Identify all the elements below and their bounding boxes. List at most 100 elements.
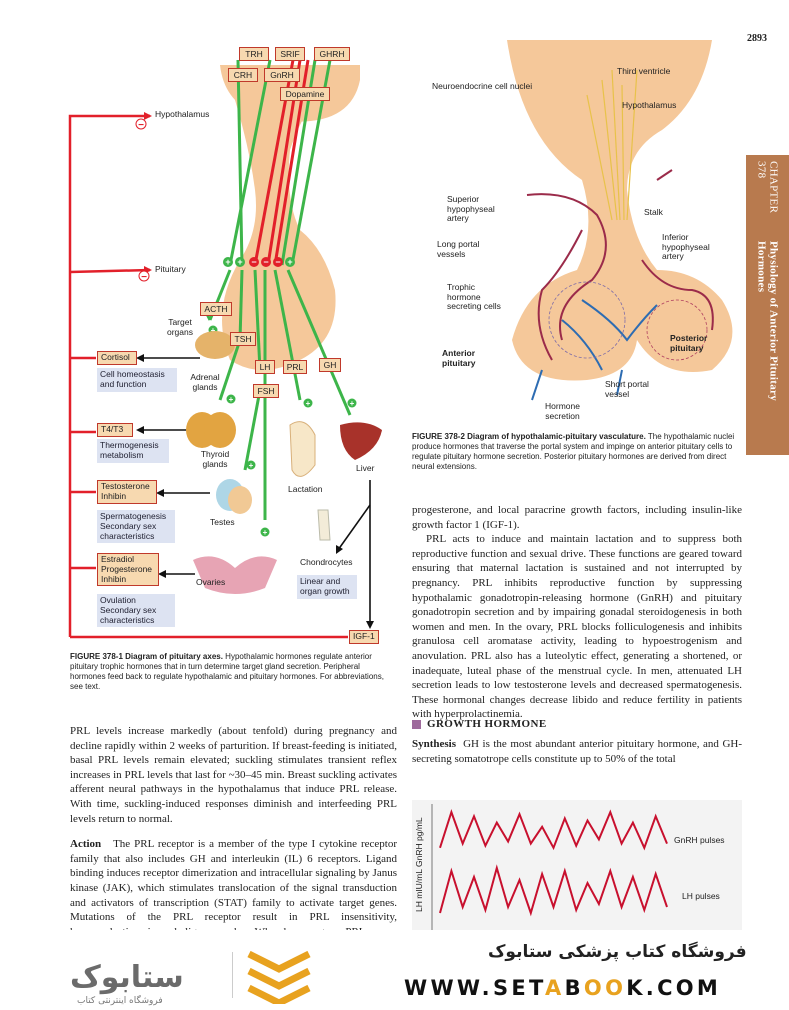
chapter-number: CHAPTER 378 [755,161,780,214]
label-superior-artery: Superior hypophyseal artery [447,194,495,224]
svg-text:−: − [251,257,256,267]
left-column-text: PRL levels increase markedly (about tenf… [70,724,397,939]
chapter-tab: CHAPTER 378 Physiology of Anterior Pitui… [746,155,789,455]
label-short-portal: Short portal vessel [605,379,649,399]
label-stalk: Stalk [644,207,663,217]
label-anterior-pituitary: Anterior pituitary [442,348,476,368]
organ-chondrocytes: Chondrocytes [300,557,353,567]
shop-name: فروشگاه کتاب پزشکی ستابوک [488,942,747,962]
svg-text:+: + [249,461,254,470]
tag-tsh: TSH [230,332,256,346]
svg-text:+: + [237,257,242,267]
url-part-5: O [605,976,627,1000]
pulses-plot [431,804,668,930]
tag-prl: PRL [283,360,307,374]
label-hypothalamus-2: Hypothalamus [622,100,677,110]
pituitary-vasculature-diagram [507,40,733,401]
pituitary-label: Pituitary [155,264,186,274]
figure2-caption-label: FIGURE 378-2 Diagram of hypothalamic-pit… [412,432,646,441]
url-part-3: B [564,976,584,1000]
tag-gh: GH [319,358,341,372]
url-part-2: A [545,976,565,1000]
svg-text:−: − [138,120,144,131]
tag-lh: LH [255,360,275,374]
paragraph-right-2: PRL acts to induce and maintain lactatio… [412,533,742,721]
label-neuroendocrine: Neuroendocrine cell nuclei [432,81,533,91]
figure1-caption-label: FIGURE 378-1 Diagram of pituitary axes. [70,652,223,661]
organ-adrenal: Adrenal glands [190,372,220,392]
output-estradiol: Estradiol Progesterone Inhibin [97,553,159,587]
figure1-caption: FIGURE 378-1 Diagram of pituitary axes. … [70,652,396,692]
svg-text:−: − [141,272,147,283]
section-heading-text: GROWTH HORMONE [427,718,547,730]
label-hormone-secretion: Hormone secretion [545,401,580,421]
footer-divider [232,952,233,998]
tag-ghrh: GHRH [314,47,350,61]
logo-subtitle: فروشگاه اینترنتی کتاب [77,996,163,1006]
url-part-6: K.COM [626,976,722,1000]
synthesis-text: Synthesis GH is the most abundant anteri… [412,737,742,766]
hypothalamus-label: Hypothalamus [155,109,210,119]
organ-ovaries: Ovaries [196,577,226,587]
action-body: The PRL receptor is a member of the type… [70,838,397,938]
figure2-caption: FIGURE 378-2 Diagram of hypothalamic-pit… [412,432,742,472]
svg-text:+: + [263,528,268,537]
organ-liver: Liver [356,463,375,473]
tag-acth: ACTH [200,302,232,316]
organ-lactation: Lactation [288,484,323,494]
section-heading: GROWTH HORMONE [412,718,547,730]
target-organs-label: Target organs [167,317,193,337]
url-part-1: WWW.SET [404,976,546,1000]
effect-cortisol: Cell homeostasis and function [97,368,177,392]
svg-text:+: + [306,399,311,408]
page-number: 2893 [747,33,767,44]
figure-pituitary-axes: + + − − − + + + + + + + [60,40,396,648]
figure2-caption-text: The hypothalamic nuclei produce hormones… [412,432,735,471]
url-part-4: O [583,976,606,1000]
svg-text:+: + [350,399,355,408]
right-column-text: progesterone, and local paracrine growth… [412,503,742,722]
svg-text:−: − [275,257,280,267]
tag-crh: CRH [228,68,258,82]
label-trophic-cells: Trophic hormone secreting cells [447,282,501,312]
synthesis-head: Synthesis [412,738,457,750]
organ-testes: Testes [210,517,235,527]
output-t4t3: T4/T3 [97,423,133,437]
svg-text:+: + [229,395,234,404]
effect-testosterone: Spermatogenesis Secondary sex characteri… [97,510,175,544]
figure-pituitary-vasculature: Neuroendocrine cell nuclei Third ventric… [412,40,742,435]
svg-text:+: + [211,326,216,335]
pituitary-axes-diagram: + + − − − + + + + + + + [68,59,382,639]
action-head: Action [70,838,102,851]
svg-text:−: − [263,257,268,267]
effect-t4t3: Thermogenesis metabolism [97,439,169,463]
paragraph-right-1: progesterone, and local paracrine growth… [412,504,742,531]
series-label-lh: LH pulses [682,891,720,901]
section-square-icon [412,719,421,729]
tag-srif: SRIF [275,47,305,61]
figure1-caption-text: Hypothalamic hormones regulate anterior … [70,652,384,691]
svg-text:+: + [287,257,292,267]
footer-banner: فروشگاه کتاب پزشکی ستابوک WWW.SETABOOK.C… [0,930,789,1010]
label-posterior-pituitary: Posterior pituitary [670,333,708,353]
label-long-portal: Long portal vessels [437,239,480,259]
output-testosterone: Testosterone Inhibin [97,480,157,504]
label-inferior-artery: Inferior hypophyseal artery [662,232,710,262]
synthesis-body: GH is the most abundant anterior pituita… [412,738,742,765]
chapter-title: Physiology of Anterior Pituitary Hormone… [755,241,780,402]
paragraph-left-1: PRL levels increase markedly (about tenf… [70,725,397,825]
output-cortisol: Cortisol [97,351,137,365]
figure-pulses: LH mIU/mL GnRH pg/mL GnRH pulses LH puls… [412,800,742,930]
organ-thyroid: Thyroid glands [200,449,230,469]
label-third-ventricle: Third ventricle [617,66,671,76]
logo-text: ستابوک [70,960,184,995]
setabook-logo-icon [247,950,311,1004]
pulse-series-line [439,808,668,851]
effect-gh: Linear and organ growth [297,575,357,599]
tag-fsh: FSH [253,384,279,398]
tag-trh: TRH [239,47,269,61]
tag-gnrh: GnRH [264,68,300,82]
svg-text:+: + [225,257,230,267]
pulse-series-line [439,864,668,917]
tag-dopamine: Dopamine [280,87,330,101]
